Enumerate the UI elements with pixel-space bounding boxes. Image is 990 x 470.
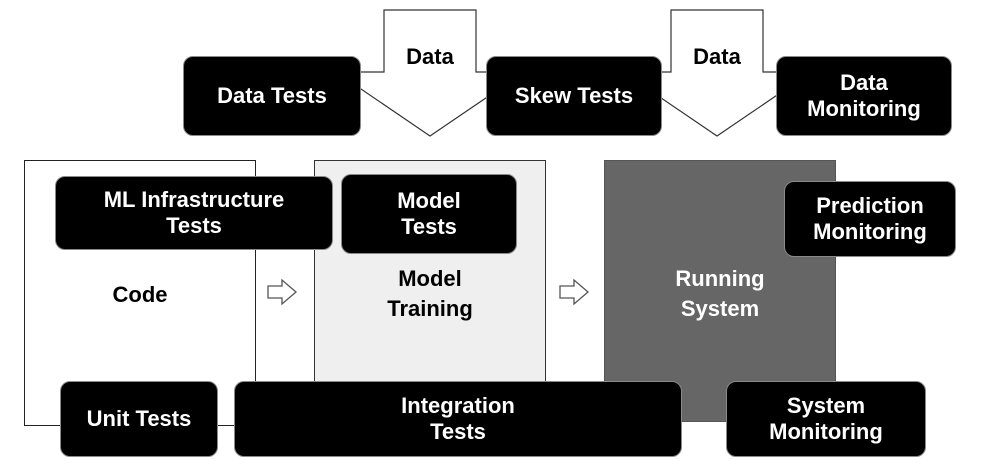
model-tests-label: Model Tests [397,188,461,239]
running-system-stage-label: Running System [675,266,765,321]
skew-tests-pill: Skew Tests [486,56,662,136]
integration-tests-label: Integration Tests [401,393,515,444]
unit-tests-label: Unit Tests [86,406,192,431]
data-input-arrow-1 [334,9,526,137]
model-training-stage-label: Model Training [387,266,473,321]
system-monitoring-pill: System Monitoring [726,381,926,457]
prediction-monitoring-label: Prediction Monitoring [813,193,927,244]
prediction-monitoring-pill: Prediction Monitoring [784,181,956,257]
integration-tests-pill: Integration Tests [234,381,682,457]
system-monitoring-label: System Monitoring [769,393,883,444]
skew-tests-label: Skew Tests [514,83,634,108]
data-input-label-2: Data [693,44,741,69]
data-tests-label: Data Tests [217,83,327,108]
data-input-label-1: Data [406,44,454,69]
ml-infrastructure-tests-pill: ML Infrastructure Tests [55,176,333,250]
training-to-running-arrow [559,278,589,306]
data-monitoring-pill: Data Monitoring [776,56,952,136]
data-monitoring-label: Data Monitoring [807,70,921,121]
data-tests-pill: Data Tests [183,56,361,136]
ml-infrastructure-tests-label: ML Infrastructure Tests [103,187,285,238]
code-stage-label: Code [112,282,168,307]
code-to-training-arrow [267,278,297,306]
model-tests-pill: Model Tests [341,174,517,254]
unit-tests-pill: Unit Tests [60,381,218,457]
data-input-arrow-2 [621,9,813,137]
